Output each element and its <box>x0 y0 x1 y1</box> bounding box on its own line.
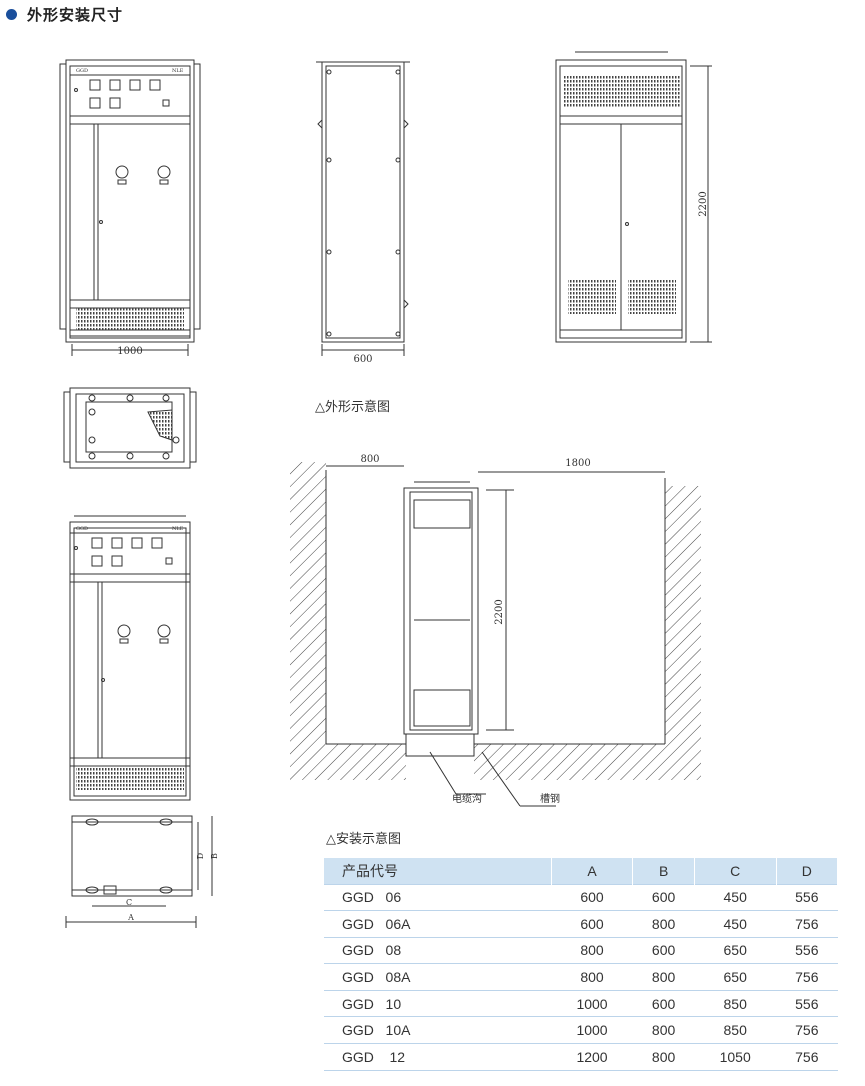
caption-outline: △外形示意图 <box>315 400 390 415</box>
cell-a: 600 <box>551 883 633 912</box>
table-row: GGD 08A 800 800 650 756 <box>324 963 838 991</box>
cell-b: 600 <box>632 937 695 965</box>
header-d: D <box>776 858 839 884</box>
cell-a: 1200 <box>551 1043 633 1071</box>
installation-diagram <box>290 462 701 807</box>
cell-b: 800 <box>632 963 695 991</box>
cell-d: 756 <box>776 1016 838 1045</box>
cell-a: 1000 <box>551 990 633 1018</box>
bullet-icon <box>6 9 17 20</box>
header-a: A <box>551 858 634 884</box>
label-channel-steel: 槽钢 <box>540 792 560 805</box>
cell-c: 850 <box>694 990 777 1018</box>
cell-b: 600 <box>632 883 695 912</box>
cell-c: 650 <box>694 937 777 965</box>
cell-b: 800 <box>632 1016 695 1045</box>
cell-model: GGD 10 <box>324 990 552 1018</box>
table-row: GGD 08 800 600 650 556 <box>324 937 838 965</box>
table-row: GGD 12 1200 800 1050 756 <box>324 1043 838 1071</box>
rear-view-cabinet <box>555 51 712 343</box>
label-left-clearance: 800 <box>360 454 379 465</box>
cell-model: GGD 08 <box>324 937 552 965</box>
header-b: B <box>632 858 695 884</box>
front-view-cabinet-2 <box>69 515 191 801</box>
cell-b: 800 <box>632 910 695 938</box>
cell-c: 450 <box>694 883 777 912</box>
section-header: 外形安装尺寸 <box>6 4 123 25</box>
spec-table: 产品代号 A B C D GGD 06 600 600 450 556 GGD … <box>324 858 839 1071</box>
label-panel-right: NLE <box>172 68 184 74</box>
base-plan <box>65 815 213 928</box>
cell-d: 556 <box>776 883 838 912</box>
cell-c: 1050 <box>694 1043 777 1071</box>
label-panel-left: GGD <box>76 68 88 74</box>
cell-d: 756 <box>776 910 838 938</box>
label-cable-trench: 电缆沟 <box>452 792 482 805</box>
side-view-cabinet <box>316 61 410 356</box>
cell-a: 600 <box>551 910 633 938</box>
cell-d: 556 <box>776 990 838 1018</box>
cell-model: GGD 12 <box>324 1043 552 1071</box>
label-install-height: 2200 <box>494 599 505 624</box>
cell-a: 1000 <box>551 1016 633 1045</box>
cell-c: 850 <box>694 1016 777 1045</box>
cell-d: 756 <box>776 963 838 991</box>
label-base-d: D <box>196 853 205 859</box>
label-base-a: A <box>127 913 134 922</box>
label-right-clearance: 1800 <box>565 458 590 469</box>
table-row: GGD 10 1000 600 850 556 <box>324 990 838 1018</box>
label-rear-height: 2200 <box>698 191 709 216</box>
cell-a: 800 <box>551 937 633 965</box>
label-panel-left-2: GGD <box>76 526 88 532</box>
caption-install: △安装示意图 <box>326 832 401 847</box>
cell-b: 800 <box>632 1043 695 1071</box>
label-panel-right-2: NLE <box>172 526 184 532</box>
cell-b: 600 <box>632 990 695 1018</box>
top-view-cabinet <box>63 387 197 469</box>
front-view-cabinet <box>59 59 201 356</box>
header-model: 产品代号 <box>324 858 552 884</box>
cell-model: GGD 10A <box>324 1016 552 1045</box>
table-row: GGD 06 600 600 450 556 <box>324 883 838 912</box>
label-front-width: 1000 <box>117 346 142 357</box>
table-row: GGD 06A 600 800 450 756 <box>324 910 838 938</box>
cell-model: GGD 06 <box>324 883 552 912</box>
label-base-c: C <box>126 898 132 907</box>
cell-model: GGD 08A <box>324 963 552 991</box>
table-header-row: 产品代号 A B C D <box>324 858 839 884</box>
cell-a: 800 <box>551 963 633 991</box>
table-row: GGD 10A 1000 800 850 756 <box>324 1016 838 1045</box>
cell-c: 650 <box>694 963 777 991</box>
label-base-b: B <box>210 853 219 859</box>
cell-d: 556 <box>776 937 838 965</box>
cell-model: GGD 06A <box>324 910 552 938</box>
cell-d: 756 <box>776 1043 838 1071</box>
header-c: C <box>694 858 777 884</box>
label-side-depth: 600 <box>353 354 372 365</box>
cell-c: 450 <box>694 910 777 938</box>
page-title: 外形安装尺寸 <box>27 6 124 24</box>
